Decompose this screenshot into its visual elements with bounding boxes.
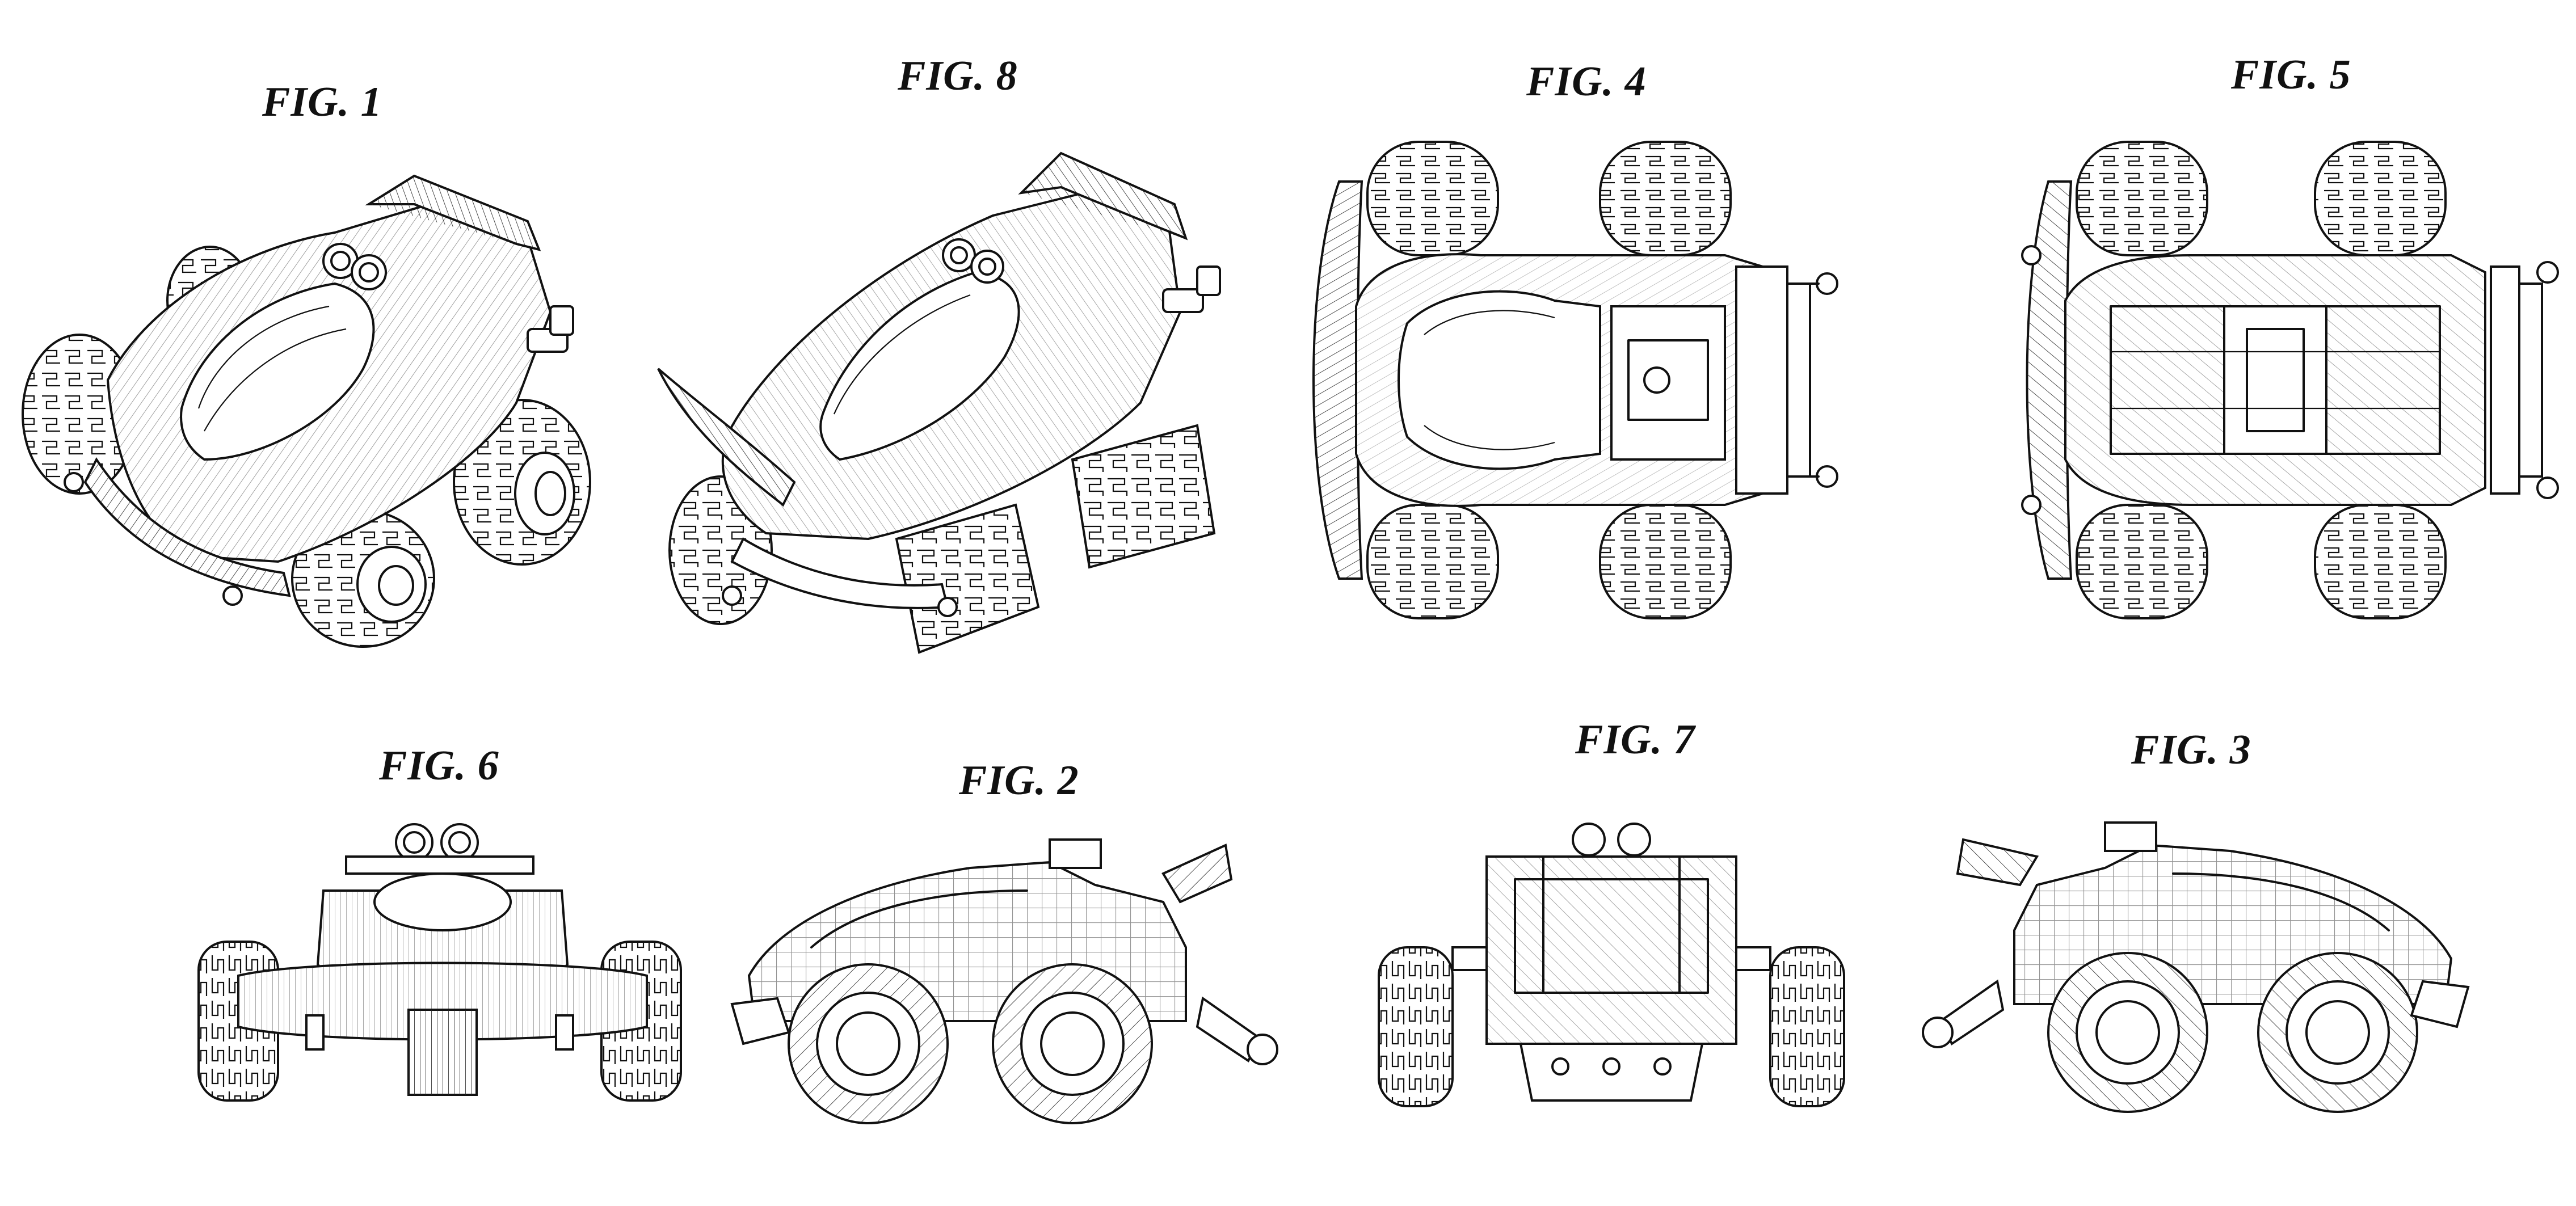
fig-5-bottom-view-drawing bbox=[1997, 136, 2565, 624]
fig-6-label: FIG. 6 bbox=[379, 743, 499, 789]
fig-8-label: FIG. 8 bbox=[898, 53, 1018, 99]
fig-2-side-view-drawing bbox=[730, 834, 1294, 1129]
fig-6-front-view-drawing bbox=[193, 817, 692, 1112]
fig-4-label: FIG. 4 bbox=[1526, 58, 1647, 105]
fig-4-top-view-drawing bbox=[1294, 136, 1861, 624]
fig-7-label: FIG. 7 bbox=[1575, 716, 1695, 763]
fig-3-side-view-drawing bbox=[1906, 817, 2470, 1118]
fig-8-perspective-drawing bbox=[653, 142, 1265, 686]
fig-7-rear-view-drawing bbox=[1373, 823, 1850, 1118]
fig-1-label: FIG. 1 bbox=[262, 79, 382, 125]
fig-5-label: FIG. 5 bbox=[2231, 52, 2351, 98]
fig-3-label: FIG. 3 bbox=[2131, 727, 2251, 773]
fig-2-label: FIG. 2 bbox=[959, 757, 1079, 804]
fig-1-perspective-drawing bbox=[17, 165, 601, 652]
